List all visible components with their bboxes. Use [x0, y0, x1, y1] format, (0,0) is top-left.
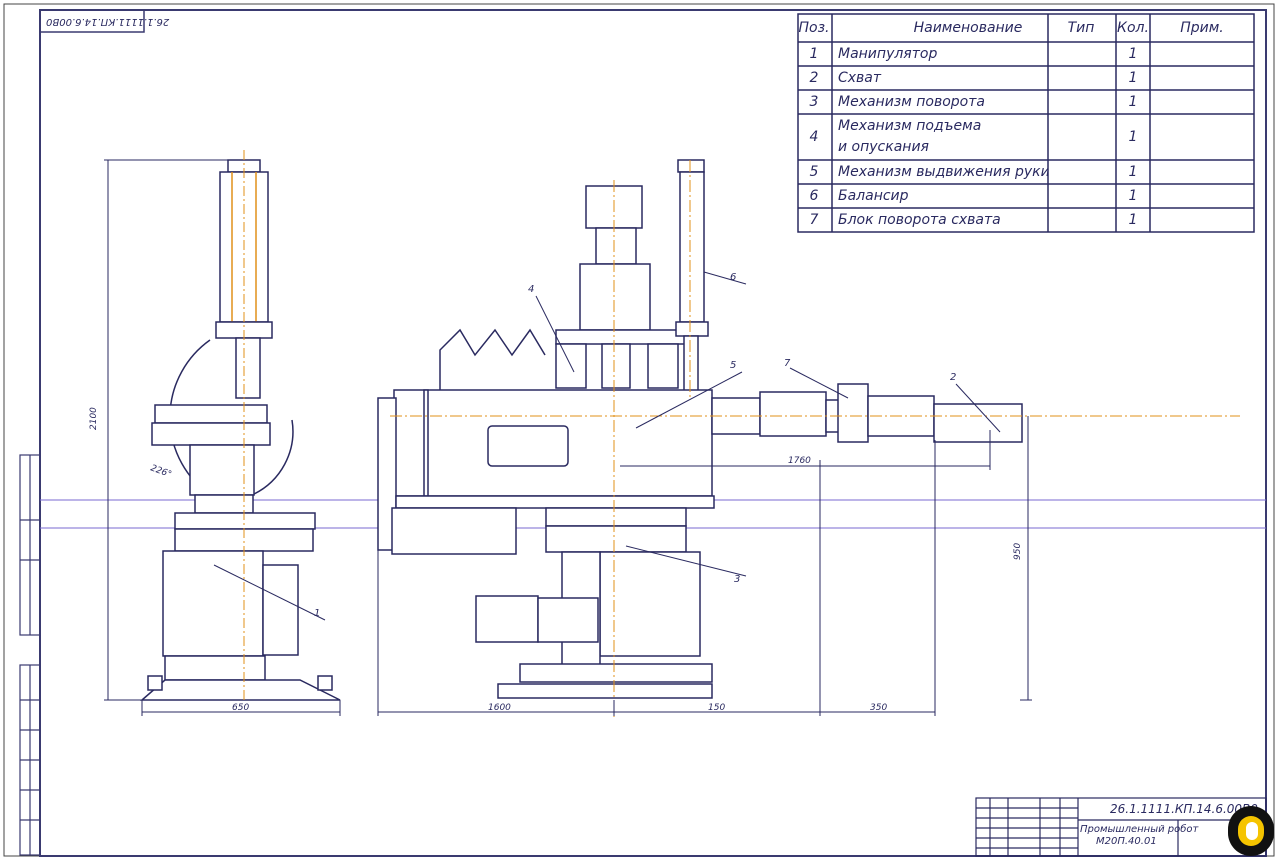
- callout-2: 2: [950, 372, 956, 383]
- spec-name: Балансир: [834, 184, 1048, 208]
- spec-note: [1152, 90, 1252, 114]
- spec-pos: 4: [809, 129, 819, 145]
- top-left-code-box: [39, 9, 145, 33]
- dim-base-right: 350: [870, 703, 887, 713]
- spec-name-line: Блок поворота схвата: [838, 211, 1001, 228]
- side-view-dimensions: [104, 159, 341, 716]
- front-view: [377, 159, 1023, 699]
- spec-type: [1048, 90, 1114, 114]
- title-block-grid: [975, 797, 1267, 857]
- spec-name: Механизм выдвижения руки: [834, 160, 1048, 184]
- spec-name: Блок поворота схвата: [834, 208, 1048, 232]
- spec-pos: 3: [809, 94, 819, 110]
- dim-vertical-right: 950: [1013, 543, 1023, 560]
- side-view: [139, 150, 341, 701]
- dim-left-angle: 226°: [149, 463, 173, 480]
- spec-table-grid: [797, 13, 1255, 233]
- front-view-dimensions: [377, 271, 1032, 716]
- spec-name-line: и опускания: [838, 139, 929, 155]
- brand-logo-icon[interactable]: [1228, 806, 1274, 856]
- spec-name-line: Схват: [838, 69, 882, 86]
- header-name: Наименование: [913, 19, 1023, 36]
- spec-name: Механизм подъема и опускания: [834, 114, 1048, 160]
- callout-4: 4: [528, 284, 534, 295]
- header-qty: Кол.: [1117, 20, 1149, 36]
- callout-1: 1: [314, 608, 320, 619]
- dim-left-height: 2100: [89, 407, 99, 430]
- callout-6: 6: [730, 272, 736, 283]
- spec-name: Механизм поворота: [834, 90, 1048, 114]
- title-line-1: Промышленный робот: [1080, 824, 1199, 835]
- spec-note: [1152, 184, 1252, 208]
- spec-pos: 2: [809, 70, 819, 86]
- spec-note: [1152, 208, 1252, 232]
- spec-type: [1048, 208, 1114, 232]
- dim-left-width: 650: [232, 703, 249, 713]
- spec-note: [1152, 42, 1252, 66]
- callout-3: 3: [734, 574, 740, 585]
- spec-name-line: Манипулятор: [838, 45, 938, 62]
- spec-pos: 1: [809, 46, 819, 62]
- callout-5: 5: [730, 360, 736, 371]
- spec-qty: 1: [1128, 129, 1138, 145]
- spec-name-line: Механизм подъема: [838, 118, 982, 134]
- title-block-title: Промышленный робот М20П.40.01: [1080, 824, 1198, 848]
- spec-table-header: Поз. Наименование Тип Кол. Прим.: [798, 14, 1254, 42]
- dim-base-left: 1600: [488, 703, 511, 713]
- spec-note: [1152, 160, 1252, 184]
- spec-note: [1152, 66, 1252, 90]
- sheet-inner-frame: [39, 9, 1267, 857]
- spec-qty: 1: [1128, 70, 1138, 86]
- spec-row: 5 Механизм выдвижения руки 1: [798, 160, 1254, 184]
- callout-7: 7: [784, 358, 791, 369]
- spec-pos: 7: [809, 212, 819, 228]
- header-pos: Поз.: [798, 20, 830, 36]
- spec-note: [1152, 114, 1252, 160]
- spec-row: 4 Механизм подъема и опускания 1: [798, 114, 1254, 160]
- spec-type: [1048, 66, 1114, 90]
- spec-row: 7 Блок поворота схвата 1: [798, 208, 1254, 232]
- title-line-2: М20П.40.01: [1096, 836, 1157, 847]
- spec-qty: 1: [1128, 46, 1138, 62]
- spec-name: Схват: [834, 66, 1048, 90]
- specification-table: Поз. Наименование Тип Кол. Прим. 1 Манипу…: [798, 14, 1254, 232]
- spec-name: Манипулятор: [834, 42, 1048, 66]
- spec-qty: 1: [1128, 94, 1138, 110]
- spec-row: 2 Схват 1: [798, 66, 1254, 90]
- drawing-code-top: 26.1.1111.КП.14.6.00В0: [46, 16, 170, 27]
- spec-qty: 1: [1128, 164, 1138, 180]
- spec-name-line: Механизм выдвижения руки: [838, 163, 1048, 180]
- spec-name-line: Механизм поворота: [838, 93, 985, 110]
- spec-row: 1 Манипулятор 1: [798, 42, 1254, 66]
- spec-pos: 6: [809, 188, 819, 204]
- header-type: Тип: [1067, 20, 1095, 36]
- spec-pos: 5: [809, 164, 819, 180]
- spec-type: [1048, 42, 1114, 66]
- spec-qty: 1: [1128, 212, 1138, 228]
- front-view-axes: [390, 160, 1240, 720]
- spec-name-line: Балансир: [838, 187, 909, 204]
- spec-type: [1048, 160, 1114, 184]
- spec-type: [1048, 184, 1114, 208]
- left-margin-stamps: [19, 454, 41, 856]
- header-note: Прим.: [1180, 20, 1224, 36]
- dim-base-mid: 150: [708, 703, 725, 713]
- title-block-code: 26.1.1111.КП.14.6.00В0: [1110, 802, 1258, 816]
- spec-row: 3 Механизм поворота 1: [798, 90, 1254, 114]
- dim-arm-reach: 1760: [788, 456, 811, 466]
- spec-type: [1048, 114, 1114, 160]
- spec-row: 6 Балансир 1: [798, 184, 1254, 208]
- spec-qty: 1: [1128, 188, 1138, 204]
